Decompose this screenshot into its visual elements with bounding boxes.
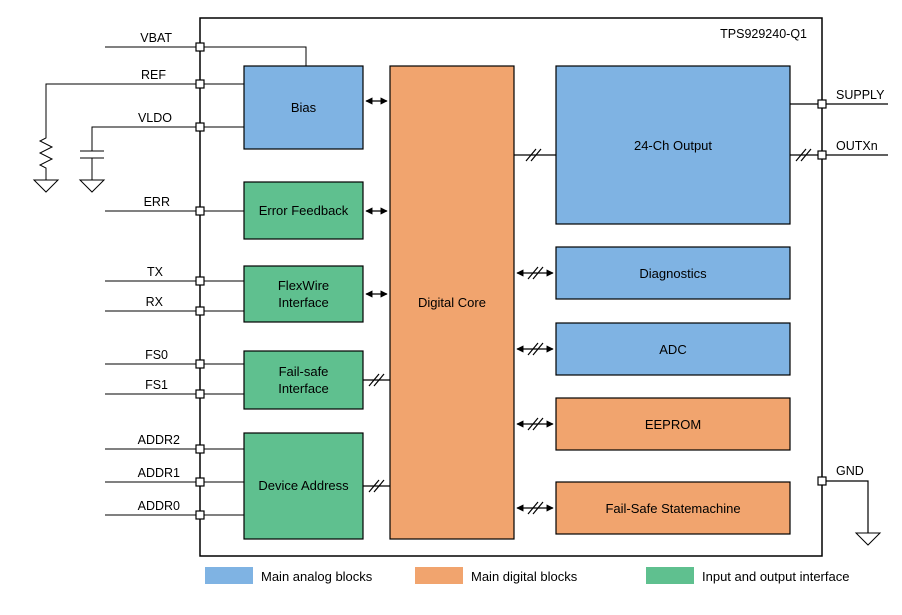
eeprom-block — [555, 397, 791, 451]
pin-label-err: ERR — [144, 195, 170, 209]
left-pin-wires — [38, 46, 307, 516]
digital-core-block — [389, 65, 515, 540]
pin-vldo — [195, 122, 205, 132]
vldo-ground-icon — [78, 179, 106, 193]
legend-digital-label: Main digital blocks — [471, 569, 578, 584]
pin-tx — [195, 276, 205, 286]
failsafe-label-line1: Fail-safe — [279, 364, 329, 379]
pin-label-vldo: VLDO — [138, 111, 172, 125]
pin-label-addr2: ADDR2 — [138, 433, 180, 447]
pin-gnd — [817, 476, 827, 486]
legend-io-swatch — [646, 567, 694, 584]
failsafe-label-line2: Interface — [278, 381, 329, 396]
pin-label-gnd: GND — [836, 464, 864, 478]
legend-digital-swatch — [415, 567, 463, 584]
failsafe-statemachine-block — [555, 481, 791, 535]
pin-label-tx: TX — [147, 265, 164, 279]
pin-label-addr0: ADDR0 — [138, 499, 180, 513]
output-block — [555, 65, 791, 225]
error-feedback-block — [243, 181, 364, 240]
pin-label-fs0: FS0 — [145, 348, 168, 362]
flexwire-interface-block — [243, 265, 364, 323]
pin-addr1 — [195, 477, 205, 487]
failsafe-statemachine-label: Fail-Safe Statemachine — [605, 501, 740, 516]
ref-ground-icon — [32, 179, 60, 193]
flexwire-label-line1: FlexWire — [278, 278, 329, 293]
pin-label-addr1: ADDR1 — [138, 466, 180, 480]
digital-core-label: Digital Core — [418, 295, 486, 310]
diagnostics-label: Diagnostics — [639, 266, 707, 281]
pin-addr2 — [195, 444, 205, 454]
bias-label: Bias — [291, 100, 317, 115]
pin-fs1 — [195, 389, 205, 399]
pin-supply — [817, 99, 827, 109]
pin-outxn — [817, 150, 827, 160]
device-address-block — [243, 432, 364, 540]
pin-label-ref: REF — [141, 68, 166, 82]
pin-vbat — [195, 42, 205, 52]
legend-analog-swatch — [205, 567, 253, 584]
failsafe-interface-block — [243, 350, 364, 410]
legend-io-label: Input and output interface — [702, 569, 849, 584]
diagnostics-block — [555, 246, 791, 300]
adc-block — [555, 322, 791, 376]
gnd-ground-icon — [854, 532, 882, 546]
pin-rx — [195, 306, 205, 316]
pin-label-vbat: VBAT — [140, 31, 172, 45]
device-address-label: Device Address — [258, 478, 349, 493]
pin-addr0 — [195, 510, 205, 520]
pin-label-fs1: FS1 — [145, 378, 168, 392]
eeprom-label: EEPROM — [645, 417, 701, 432]
pin-ref — [195, 79, 205, 89]
pin-label-supply: SUPPLY — [836, 88, 885, 102]
error-feedback-label: Error Feedback — [259, 203, 349, 218]
part-number: TPS929240-Q1 — [720, 27, 807, 41]
pin-fs0 — [195, 359, 205, 369]
output-label: 24-Ch Output — [634, 138, 712, 153]
pin-err — [195, 206, 205, 216]
bias-block — [243, 65, 364, 150]
adc-label: ADC — [659, 342, 686, 357]
pin-label-rx: RX — [146, 295, 164, 309]
pin-label-outxn: OUTXn — [836, 139, 878, 153]
flexwire-label-line2: Interface — [278, 295, 329, 310]
legend-analog-label: Main analog blocks — [261, 569, 373, 584]
